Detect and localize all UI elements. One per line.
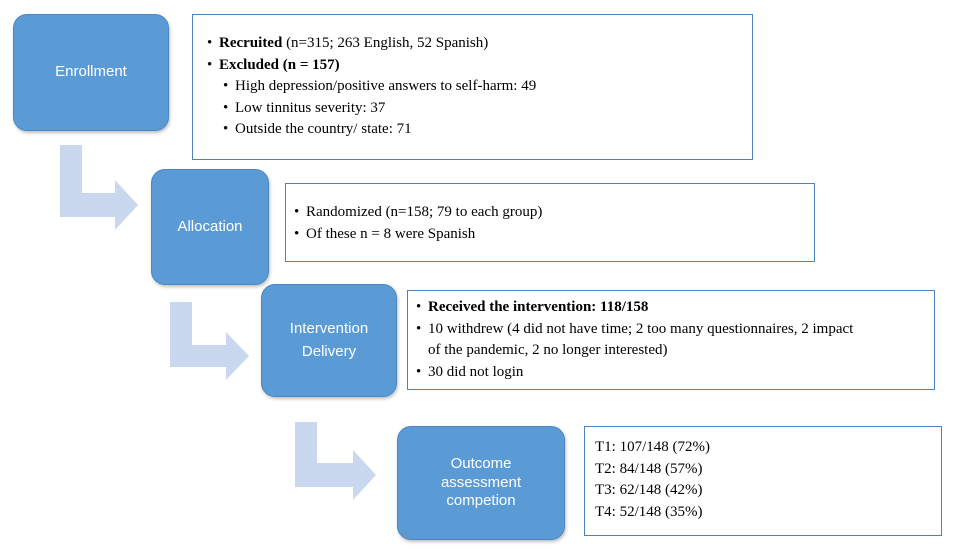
excluded-depression-item: High depression/positive answers to self…	[223, 76, 742, 98]
allocation-stage: Allocation	[151, 169, 269, 285]
outcome-t2: T2: 84/148 (57%)	[595, 460, 703, 477]
allocation-details-box: Randomized (n=158; 79 to each group) Of …	[285, 183, 815, 262]
excluded-tinnitus-item: Low tinnitus severity: 37	[223, 98, 742, 120]
received-item: Received the intervention: 118/158	[416, 297, 928, 319]
arrow-enrollment-to-allocation	[60, 145, 138, 230]
allocation-label: Allocation	[177, 217, 243, 235]
intervention-label-line1: Intervention	[289, 320, 369, 337]
recruited-item: Recruited (n=315; 263 English, 52 Spanis…	[207, 33, 742, 55]
intervention-list: Received the intervention: 118/158 10 wi…	[416, 297, 928, 383]
outcome-t3: T3: 62/148 (42%)	[595, 482, 703, 498]
outcome-label-line3: competion	[446, 492, 516, 510]
enrollment-stage: Enrollment	[13, 14, 169, 131]
intervention-label-line2: Delivery	[301, 342, 357, 360]
enrollment-details-box: Recruited (n=315; 263 English, 52 Spanis…	[192, 14, 753, 160]
arrow-allocation-to-intervention	[170, 302, 249, 380]
outcome-label-line1: Outcome	[450, 454, 512, 472]
outcome-stage: Outcome assessment competion	[397, 426, 565, 540]
outcome-details-box: T1: 107/148 (72%) T2: 84/148 (57%) T3: 6…	[584, 426, 942, 536]
enrollment-label: Enrollment	[55, 63, 127, 81]
outcome-label-line2: assessment	[440, 473, 522, 491]
withdrew-item: 10 withdrew (4 did not have time; 2 too …	[416, 319, 928, 362]
enrollment-list: Recruited (n=315; 263 English, 52 Spanis…	[207, 33, 742, 141]
spanish-item: Of these n = 8 were Spanish	[294, 224, 804, 246]
arrow-intervention-to-outcome	[295, 422, 376, 500]
intervention-stage: Intervention Delivery	[261, 284, 397, 397]
outcome-t1: T1: 107/148 (72%)	[595, 439, 710, 455]
excluded-item: Excluded (n = 157)	[207, 55, 742, 77]
intervention-details-box: Received the intervention: 118/158 10 wi…	[407, 290, 935, 390]
no-login-item: 30 did not login	[416, 362, 928, 384]
allocation-list: Randomized (n=158; 79 to each group) Of …	[294, 202, 804, 245]
outcome-t4: T4: 52/148 (35%)	[595, 503, 703, 520]
randomized-item: Randomized (n=158; 79 to each group)	[294, 202, 804, 224]
excluded-location-item: Outside the country/ state: 71	[223, 119, 742, 141]
